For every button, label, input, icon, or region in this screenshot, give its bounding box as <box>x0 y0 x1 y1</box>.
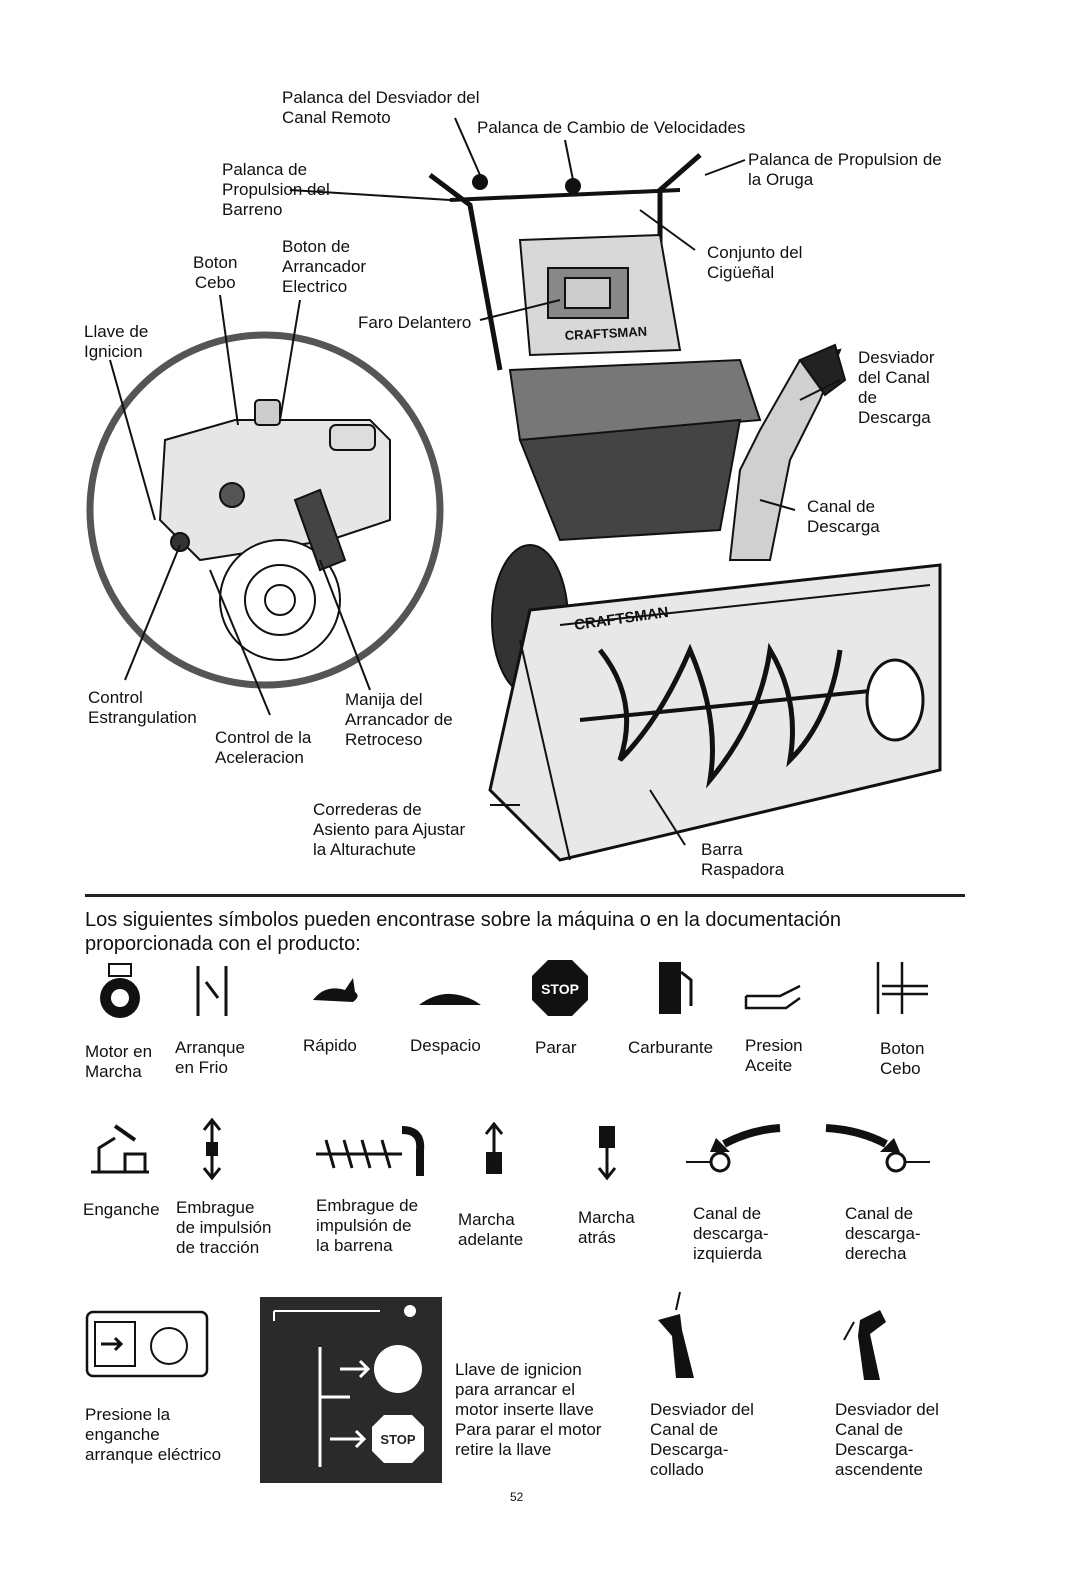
cap-canal-derecha: Canal de descarga- derecha <box>845 1204 921 1263</box>
cap-marcha-atras: Marcha atrás <box>578 1208 635 1247</box>
cap-motor-marcha: Motor en Marcha <box>85 1042 153 1081</box>
cap-embrague-barrena: Embrague de impulsión de la barrena <box>316 1196 419 1255</box>
cap-parar: Parar <box>535 1038 577 1057</box>
fuel-pump-icon <box>659 962 693 1014</box>
motor-running-icon <box>100 963 140 1018</box>
label-boton-cebo: Boton Cebo <box>193 253 238 292</box>
label-canal-descarga: Canal de Descarga <box>807 497 880 536</box>
cap-llave-ignicion: Llave de ignicion para arrancar el motor… <box>455 1360 602 1459</box>
cap-carburante: Carburante <box>628 1038 714 1057</box>
label-desviador-canal: Desviador del Canal de Descarga <box>858 348 935 427</box>
cap-rapido: Rápido <box>303 1036 357 1055</box>
label-palanca-oruga: Palanca de Propulsion de la Oruga <box>748 150 942 189</box>
deflector-down-icon <box>658 1291 694 1378</box>
label-palanca-barreno: Palanca de Propulsion del Barreno <box>222 160 330 219</box>
label-barra: Barra Raspadora <box>701 840 785 879</box>
label-manija: Manija del Arrancador de Retroceso <box>345 690 453 749</box>
cap-enganche: Enganche <box>83 1200 160 1219</box>
forward-icon <box>484 1122 504 1174</box>
cap-presione-enganche: Presione la enganche arranque eléctrico <box>85 1405 222 1464</box>
electric-start-icon <box>85 1310 209 1378</box>
symbols-intro: Los siguientes símbolos pueden encontras… <box>85 909 842 955</box>
section-divider <box>85 894 965 897</box>
label-control-aceleracion: Control de la Aceleracion <box>215 728 312 767</box>
label-control-estrangulation: Control Estrangulation <box>88 688 197 727</box>
auger-drive-icon <box>316 1126 425 1176</box>
label-conjunto-ciguenal: Conjunto del Cigüeñal <box>707 243 803 282</box>
brand-logo: CRAFTSMAN <box>564 324 647 343</box>
label-llave-ignicion: Llave de Ignicion <box>84 322 149 361</box>
stop-sign-icon: STOP <box>532 960 588 1016</box>
label-correderas: Correderas de Asiento para Ajustar la Al… <box>313 800 466 859</box>
cap-presion-aceite: Presion Aceite <box>745 1036 803 1075</box>
label-boton-arrancador: Boton de Arrancador Electrico <box>282 237 367 296</box>
label-palanca-cambio: Palanca de Cambio de Velocidades <box>477 118 746 137</box>
cap-canal-izquierda: Canal de descarga- izquierda <box>693 1204 769 1263</box>
ignition-diagram-icon: STOP <box>273 1305 424 1467</box>
ignition-key-panel: STOP <box>260 1297 442 1483</box>
reverse-icon <box>597 1126 617 1181</box>
cap-desviador-ascendente: Desviador del Canal de Descarga- ascende… <box>835 1400 939 1479</box>
cap-boton-cebo: Boton Cebo <box>880 1039 925 1078</box>
deflector-up-icon <box>843 1310 886 1380</box>
cap-arranque-frio: Arranque en Frio <box>175 1038 245 1077</box>
label-faro: Faro Delantero <box>358 313 472 332</box>
cap-embrague-traccion: Embrague de impulsión de tracción <box>176 1198 272 1257</box>
svg-text:STOP: STOP <box>541 981 579 997</box>
chute-left-icon <box>686 1124 781 1173</box>
chute-right-icon <box>825 1124 930 1173</box>
primer-button-icon <box>876 962 928 1014</box>
svg-text:STOP: STOP <box>380 1432 415 1447</box>
label-palanca-desviador: Palanca del Desviador del Canal Remoto <box>282 88 480 127</box>
traction-drive-icon <box>202 1118 222 1180</box>
page-number: 52 <box>510 1490 524 1504</box>
cap-desviador-collado: Desviador del Canal de Descarga- collado <box>650 1400 754 1479</box>
engage-icon <box>91 1124 149 1174</box>
cold-start-icon <box>196 966 228 1016</box>
turtle-slow-icon <box>419 993 481 1005</box>
cap-marcha-adelante: Marcha adelante <box>458 1210 524 1249</box>
cap-despacio: Despacio <box>410 1036 481 1055</box>
snowblower-illustration: CRAFTSMAN CRAFTSMAN <box>86 117 942 862</box>
engine-inset-circle <box>86 331 444 689</box>
rabbit-fast-icon <box>313 978 358 1002</box>
oil-pressure-icon <box>744 984 801 1010</box>
